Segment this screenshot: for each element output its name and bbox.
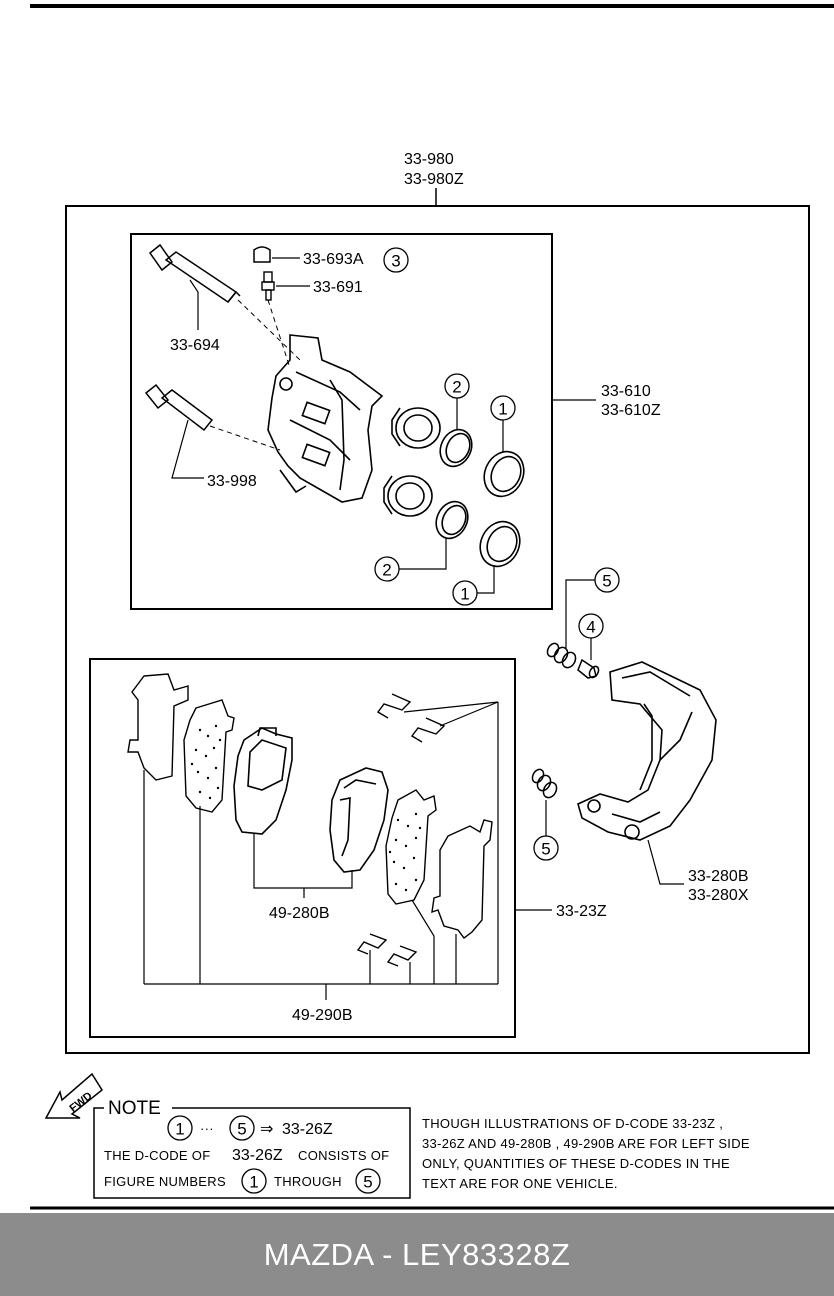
caliper-body-frame [130, 233, 553, 610]
dust-boot-upper [483, 450, 525, 498]
footer-title: MAZDA - LEY83328Z [263, 1236, 571, 1272]
callout-5-bottom: 5 [541, 840, 550, 859]
leader-guide-pin-lower [171, 419, 204, 479]
leader-pad-set [253, 834, 353, 889]
footer-bar: MAZDA - LEY83328Z [0, 1213, 834, 1296]
callout-5-top: 5 [602, 572, 611, 591]
note-line3b: THROUGH [274, 1174, 342, 1189]
bleeder-cap [253, 246, 271, 263]
piston-upper [391, 407, 441, 449]
label-bleeder-cap: 33-693A [303, 251, 364, 268]
guide-pin-lower [144, 383, 214, 432]
leader-clips-top [403, 701, 499, 727]
note-callout-1b: 1 [249, 1173, 258, 1192]
note-callout-1: 1 [175, 1120, 184, 1139]
label-pad-kit: 33-23Z [556, 903, 607, 920]
note-callout-circle-5b [355, 1168, 381, 1194]
leader-callout-1-bottom [477, 566, 495, 594]
leader-mounting-support [647, 839, 684, 885]
note-text-1: THOUGH ILLUSTRATIONS OF D-CODE 33-23Z , [422, 1116, 723, 1131]
note-line2a: THE D-CODE OF [104, 1148, 210, 1163]
dash-pin-lower [209, 425, 281, 451]
caliper-body [267, 334, 384, 503]
note-callout-circle-1 [167, 1115, 193, 1141]
pad-kit-frame [89, 658, 516, 1038]
outer-frame [65, 205, 810, 1054]
note-line3a: FIGURE NUMBERS [104, 1174, 226, 1189]
callout-1-top: 1 [498, 400, 507, 419]
note-text-4: TEXT ARE FOR ONE VEHICLE. [422, 1176, 618, 1191]
label-mounting-support-1: 33-280B [688, 868, 749, 885]
note-callout-5b: 5 [363, 1173, 372, 1192]
note-title: NOTE [108, 1098, 161, 1119]
inner-shim-right [385, 789, 437, 905]
leader-callout-5-top [565, 579, 595, 648]
piston-seal-upper [439, 428, 473, 468]
piston-lower [383, 475, 433, 517]
label-caliper-assy-1: 33-980 [404, 151, 454, 168]
label-guide-pin-upper: 33-694 [170, 337, 220, 354]
mounting-support [577, 661, 717, 841]
guide-pin-boot-lower [531, 768, 558, 799]
note-code: 33-26Z [282, 1121, 333, 1138]
note-callout-circle-5 [229, 1115, 255, 1141]
dust-boot-lower [479, 520, 521, 568]
label-caliper-body-1: 33-610 [601, 383, 651, 400]
pad-clip-4 [386, 945, 418, 967]
label-caliper-body-2: 33-610Z [601, 402, 661, 419]
callout-2-top: 2 [452, 378, 461, 397]
note-dots: ··· [200, 1121, 214, 1136]
outer-shim-right [431, 819, 493, 939]
callout-2-bottom: 2 [382, 561, 391, 580]
note-text-2: 33-26Z AND 49-280B , 49-290B ARE FOR LEF… [422, 1136, 750, 1151]
leader-guide-pin-upper [189, 279, 199, 330]
outer-shim-left [127, 673, 189, 781]
callout-1-bottom: 1 [460, 585, 469, 604]
note-frame [93, 1107, 411, 1199]
bushing [577, 658, 600, 679]
label-caliper-assy-2: 33-980Z [404, 171, 464, 188]
guide-pin-boot-upper [546, 642, 577, 669]
note-line2c: CONSISTS OF [298, 1148, 389, 1163]
note-line2b: 33-26Z [232, 1147, 283, 1164]
label-pad-set: 49-280B [269, 905, 330, 922]
pad-clip-1 [376, 693, 412, 719]
callout-4: 4 [586, 618, 595, 637]
note-callout-circle-1b [241, 1168, 267, 1194]
piston-seal-lower [435, 500, 469, 540]
dash-bleeder [267, 299, 291, 369]
brake-caliper-diagram: 33-980 33-980Z 33-693A 3 33-691 33-694 3… [30, 4, 834, 1210]
inner-shim-left [183, 699, 235, 813]
brake-pad-right [329, 767, 389, 873]
label-bleeder-screw: 33-691 [313, 279, 363, 296]
callout-circle-3 [383, 247, 409, 273]
guide-pin-upper [148, 243, 241, 304]
callout-3: 3 [391, 252, 400, 271]
label-shim-set: 49-290B [292, 1007, 353, 1024]
pad-clip-2 [410, 717, 446, 743]
bleeder-screw [261, 271, 275, 301]
shim-dots-left [190, 724, 222, 800]
label-mounting-support-2: 33-280X [688, 887, 749, 904]
pad-clip-3 [356, 933, 388, 955]
brake-pad-left [233, 727, 293, 835]
label-guide-pin-lower: 33-998 [207, 473, 257, 490]
leader-shim-e [411, 899, 435, 984]
callout-circle-5-bottom [533, 835, 559, 861]
note-text-3: ONLY, QUANTITIES OF THESE D-CODES IN THE [422, 1156, 730, 1171]
shim-dots-right [388, 812, 422, 892]
leader-callout-2-bottom [399, 538, 447, 570]
note-callout-5: 5 [237, 1120, 246, 1139]
note-arrow: ⇒ [260, 1119, 273, 1138]
